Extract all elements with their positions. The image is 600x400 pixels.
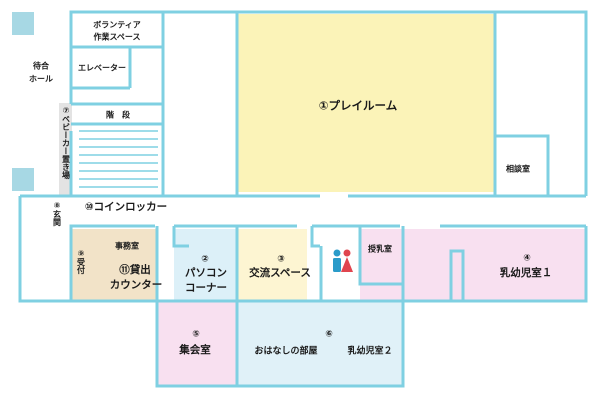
lending-counter-label-2: カウンター	[110, 279, 163, 291]
infant-room-2-label: 乳幼児室２	[347, 345, 392, 357]
exchange-space-number: ③	[277, 255, 285, 265]
entrance-block-top	[12, 12, 34, 35]
restroom-icon	[333, 249, 353, 272]
stroller-label: ⑦ベビーカー置き場	[62, 106, 71, 180]
waiting-hall-label-1: 待合	[32, 61, 50, 71]
room-exchange-space[interactable]	[238, 227, 311, 300]
lockers-label: ⑩コインロッカー	[85, 201, 167, 213]
volunteer-label-2: 作業スペース	[93, 32, 140, 42]
room-restroom[interactable]	[322, 227, 359, 300]
room-pc-corner[interactable]	[175, 227, 236, 300]
stairs-label: 階 段	[106, 110, 130, 120]
room-office[interactable]	[72, 227, 156, 300]
entrance-block-bottom	[12, 168, 34, 191]
room-stairs[interactable]	[72, 105, 162, 195]
nursing-label: 授乳室	[368, 244, 392, 254]
waiting-hall-label-2: ホール	[29, 75, 53, 84]
meeting-room-label: 集会室	[178, 343, 211, 356]
stairs-steps	[79, 130, 158, 188]
room-meeting[interactable]	[158, 302, 236, 385]
room-story-infant-2[interactable]	[238, 302, 402, 385]
elevator-label: エレベーター	[78, 63, 126, 73]
room-consultation[interactable]	[549, 137, 585, 195]
story-room-number: ⑥	[325, 330, 333, 340]
meeting-room-number: ⑤	[192, 330, 200, 340]
pc-corner-number: ②	[201, 255, 209, 265]
volunteer-label-1: ボランティア	[93, 20, 141, 30]
lending-counter-label-1: ⑪貸出	[119, 263, 151, 276]
reception-label: ⑨受付	[77, 249, 86, 275]
room-lockers[interactable]	[72, 197, 236, 225]
playroom-label: ①プレイルーム	[319, 99, 398, 113]
story-room-label: おはなしの部屋	[254, 345, 317, 357]
entrance-label: ⑧玄関	[53, 201, 62, 227]
consultation-label: 相談室	[506, 164, 530, 174]
room-playroom[interactable]	[238, 13, 494, 195]
infant-room-1-number: ④	[523, 254, 531, 264]
room-infant-1[interactable]	[404, 227, 585, 300]
infant-room-1-label: 乳幼児室１	[500, 266, 553, 279]
pc-corner-label-2: コーナー	[185, 282, 227, 294]
room-nursing[interactable]	[361, 227, 402, 283]
exchange-space-label: 交流スペース	[249, 266, 311, 279]
room-elevator[interactable]	[72, 48, 130, 88]
room-volunteer-space[interactable]	[72, 13, 162, 47]
pc-corner-label-1: パソコン	[185, 267, 227, 279]
office-label: 事務室	[115, 241, 139, 251]
